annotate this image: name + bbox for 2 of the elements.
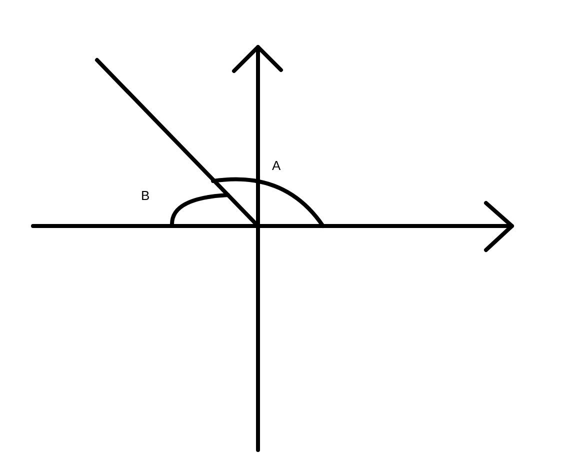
angle-label: B — [141, 189, 150, 202]
angle-label: A — [272, 159, 281, 172]
